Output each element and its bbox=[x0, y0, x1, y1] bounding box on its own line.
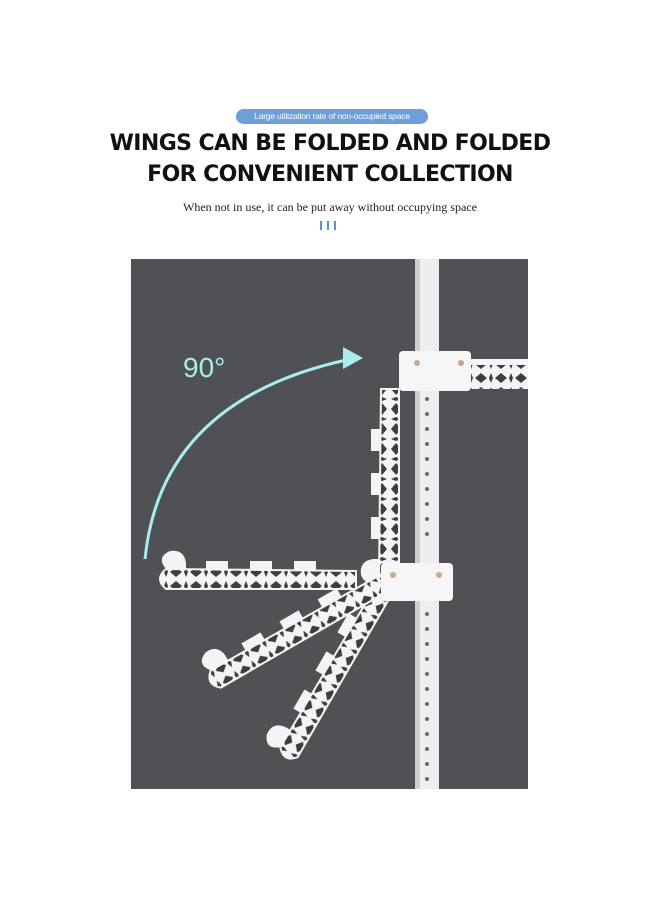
folding-hanger-wing-icon bbox=[359, 388, 400, 586]
headline-line-2: FOR CONVENIENT COLLECTION bbox=[147, 162, 513, 187]
clamp-icon bbox=[399, 351, 471, 391]
folding-hanger-wing-icon bbox=[159, 549, 357, 590]
tick-mark bbox=[327, 221, 329, 230]
angle-label: 90° bbox=[183, 352, 226, 383]
headline-line-1: WINGS CAN BE FOLDED AND FOLDED bbox=[109, 131, 551, 156]
tick-mark bbox=[334, 221, 336, 230]
rack-illustration bbox=[143, 259, 528, 789]
rotation-arc-icon bbox=[143, 347, 363, 560]
drying-rack-pole-icon bbox=[415, 259, 439, 789]
subtitle: When not in use, it can be put away with… bbox=[183, 200, 477, 214]
tick-mark bbox=[320, 221, 322, 230]
clamp-icon bbox=[381, 563, 453, 601]
product-photo: 90° bbox=[131, 259, 528, 789]
header-badge: Large utilization rate of non-occupied s… bbox=[236, 109, 428, 124]
